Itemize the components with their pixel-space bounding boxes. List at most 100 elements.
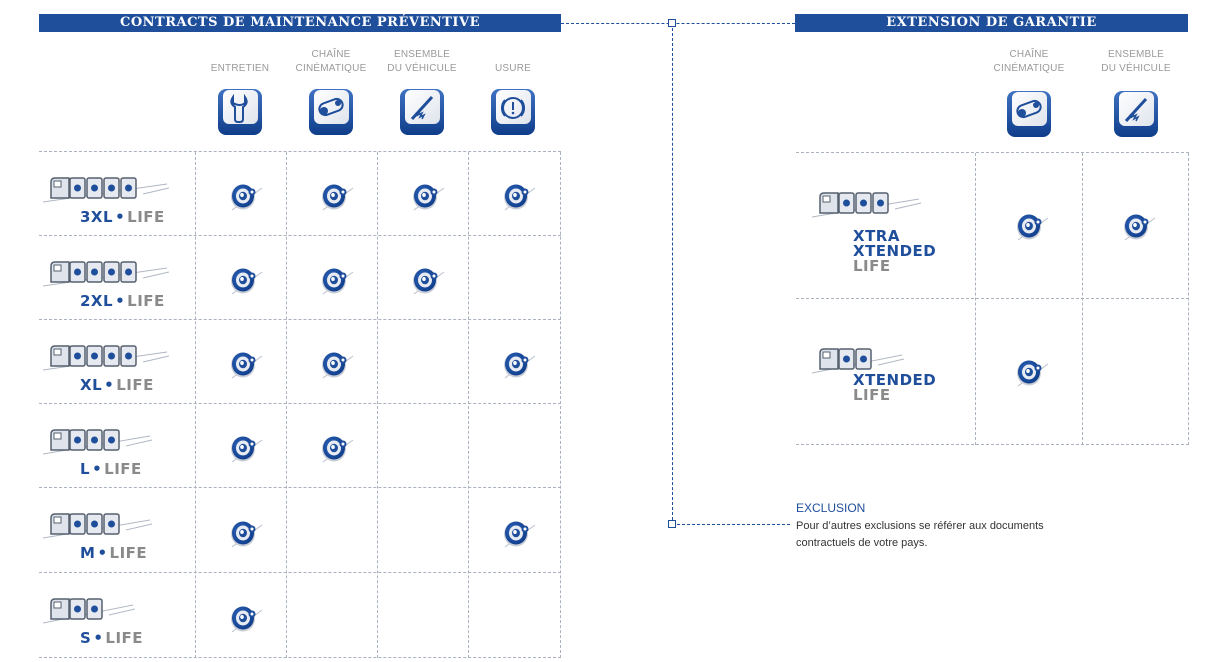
exclusion-text: Pour d’autres exclusions se référer aux … [796,520,1044,549]
table-row: S•LIFE [39,573,561,658]
coverage-mark-icon [404,258,446,300]
connector-line-top [561,23,795,24]
product-suffix: LIFE [116,376,154,394]
coverage-mark-icon [222,174,264,216]
separator-dot-icon: • [104,376,115,394]
right-column-label-line1: CHAÎNE [1009,49,1049,60]
coverage-mark-icon [222,511,264,553]
grid-divider [377,152,378,658]
exclusion-title: EXCLUSION [796,501,866,515]
product-label: 3XL•LIFE [39,152,195,236]
product-name: 2XL•LIFE [80,294,165,309]
product-label: 2XL•LIFE [39,236,195,320]
left-column-label-line2: USURE [494,63,531,74]
left-column-label-line2: DU VÉHICULE [387,63,457,74]
product-name-line: XTENDED [853,371,937,389]
truck-emblem-icon [42,336,170,381]
product-prefix: L [80,460,91,478]
driveline-tile-icon [308,86,354,136]
left-column-label: ENTRETIEN [195,48,285,76]
product-name: M•LIFE [80,546,147,561]
product-prefix: M [80,544,96,562]
product-prefix: S [80,629,92,647]
left-column-label-line1: CHAÎNE [311,49,351,60]
coverage-mark-icon [1008,204,1050,246]
coverage-mark-icon [1008,350,1050,392]
coverage-mark-icon [222,258,264,300]
product-suffix: LIFE [109,544,148,562]
coverage-mark-icon [495,342,537,384]
coverage-mark-icon [313,258,355,300]
shock-absorber-tile-icon [399,86,445,136]
table-row: L•LIFE [39,404,561,488]
coverage-mark-icon [222,596,264,638]
separator-dot-icon: • [115,292,126,310]
separator-dot-icon: • [92,460,103,478]
product-name-line: LIFE [853,386,891,404]
product-prefix: 3XL [80,208,114,226]
coverage-mark-icon [404,174,446,216]
left-column-label: CHAÎNE CINÉMATIQUE [286,48,376,76]
left-column-label-line2: CINÉMATIQUE [295,63,367,74]
table-row: 2XL•LIFE [39,236,561,320]
truck-emblem-icon [42,504,153,549]
truck-emblem-icon [42,168,170,213]
left-column-label-line1 [195,48,285,62]
truck-emblem-icon [42,252,170,297]
product-name: XL•LIFE [80,378,154,393]
truck-emblem-icon [42,420,153,465]
right-column-label-line1: ENSEMBLE [1107,49,1165,60]
table-row: 3XL•LIFE [39,152,561,236]
left-column-label-line1 [468,48,558,62]
grid-divider [195,152,196,658]
product-name: L•LIFE [80,462,142,477]
product-label: M•LIFE [39,488,195,573]
right-column-label-line2: DU VÉHICULE [1101,63,1171,74]
left-column-label: USURE [468,48,558,76]
product-name-line: XTENDED [853,242,937,260]
grid-divider [1188,153,1189,445]
separator-dot-icon: • [97,544,108,562]
product-name-line: XTRA [853,227,900,245]
table-row: XL•LIFE [39,320,561,404]
coverage-mark-icon [495,174,537,216]
truck-emblem-icon [811,339,905,384]
left-column-label-line1: ENSEMBLE [393,49,451,60]
separator-dot-icon: • [93,629,104,647]
coverage-mark-icon [1115,204,1157,246]
coverage-mark-icon [222,426,264,468]
grid-divider [286,152,287,658]
coverage-mark-icon [313,174,355,216]
wrench-tile-icon [217,86,263,136]
product-label: L•LIFE [39,404,195,488]
truck-emblem-icon [811,183,922,228]
product-suffix: LIFE [104,460,142,478]
product-prefix: XL [80,376,103,394]
coverage-mark-icon [313,342,355,384]
grid-divider [468,152,469,658]
product-name: 3XL•LIFE [80,210,165,225]
shock-absorber-tile-icon [1113,88,1159,138]
grid-divider [560,152,561,658]
coverage-mark-icon [313,426,355,468]
brake-wear-tile-icon [490,86,536,136]
grid-divider [1082,153,1083,445]
left-column-label-line2: ENTRETIEN [210,63,270,74]
right-column-label: ENSEMBLE DU VÉHICULE [1091,48,1181,76]
separator-dot-icon: • [115,208,126,226]
product-name: S•LIFE [80,631,143,646]
product-label: XL•LIFE [39,320,195,404]
product-name-line: LIFE [853,257,891,275]
preventive-maintenance-title: CONTRACTS DE MAINTENANCE PRÉVENTIVE [39,14,561,32]
connector-line-vertical [672,23,673,525]
product-label: S•LIFE [39,573,195,658]
warranty-extension-title: EXTENSION DE GARANTIE [795,14,1188,32]
connector-node-bottom [668,520,676,528]
